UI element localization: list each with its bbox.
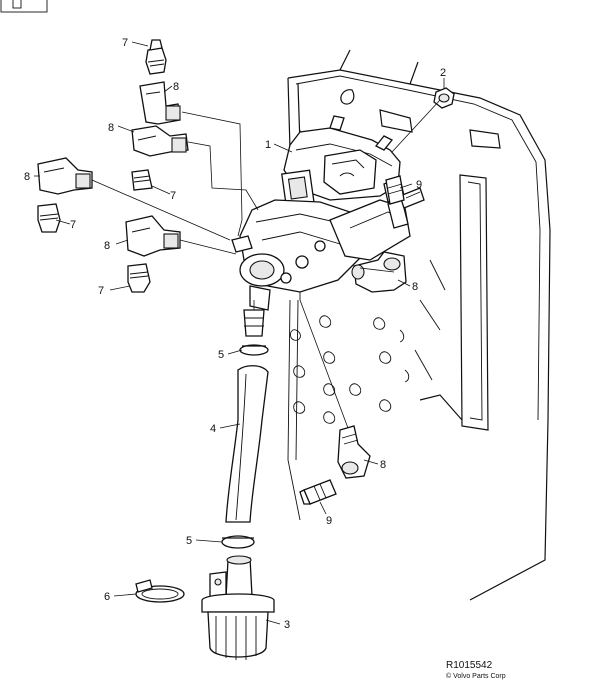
strainer-3 [201, 555, 275, 660]
callout-8-top: 8 [173, 81, 179, 93]
elbow-8-second [131, 125, 189, 157]
callout-7-top: 7 [122, 37, 128, 49]
elbow-8-lower [337, 425, 371, 479]
callout-5-lower: 5 [186, 535, 192, 547]
clamp-6 [135, 579, 185, 603]
footer: R1015542 © Volvo Parts Corp [446, 660, 506, 680]
leader-lines [34, 41, 445, 625]
nipple-7-second [131, 169, 153, 191]
elbow-8-top [139, 81, 181, 125]
header-box [0, 0, 48, 13]
nipple-7-left [37, 203, 61, 233]
callout-1: 1 [265, 139, 271, 151]
fuel-pump [231, 115, 425, 311]
copyright-text: © Volvo Parts Corp [446, 672, 506, 680]
callout-9-lower: 9 [326, 515, 332, 527]
callout-9-right: 9 [416, 179, 422, 191]
callout-8-lower: 8 [380, 459, 386, 471]
callout-7-mid-left: 7 [98, 285, 104, 297]
elbow-8-mid-left [125, 215, 181, 257]
hose-clamp-upper [239, 344, 269, 356]
callout-8-mid-left: 8 [104, 240, 110, 252]
callout-2: 2 [440, 67, 446, 79]
elbow-8-left [37, 157, 93, 195]
nipple-7-mid-left [127, 263, 151, 293]
hose-clamp-lower [221, 535, 255, 549]
callout-3: 3 [284, 619, 290, 631]
callout-5-upper: 5 [218, 349, 224, 361]
callout-8-left: 8 [24, 171, 30, 183]
engine-block [287, 49, 551, 601]
callout-8-second: 8 [108, 122, 114, 134]
callout-8-right: 8 [412, 281, 418, 293]
elbow-8-right [351, 251, 407, 293]
callout-7-second: 7 [170, 190, 176, 202]
nipple-7-top [145, 39, 167, 75]
reference-number: R1015542 [446, 660, 493, 671]
hose-connector-top [243, 309, 265, 337]
fitting-9-lower [299, 479, 337, 505]
nut-2 [433, 87, 455, 109]
callout-labels: 7 8 8 7 8 7 8 7 1 2 9 8 5 4 8 9 5 6 3 [24, 37, 446, 631]
callout-7-left: 7 [70, 219, 76, 231]
hose-4 [225, 365, 269, 523]
callout-4: 4 [210, 423, 216, 435]
fitting-9-right [385, 175, 405, 205]
callout-6: 6 [104, 591, 110, 603]
